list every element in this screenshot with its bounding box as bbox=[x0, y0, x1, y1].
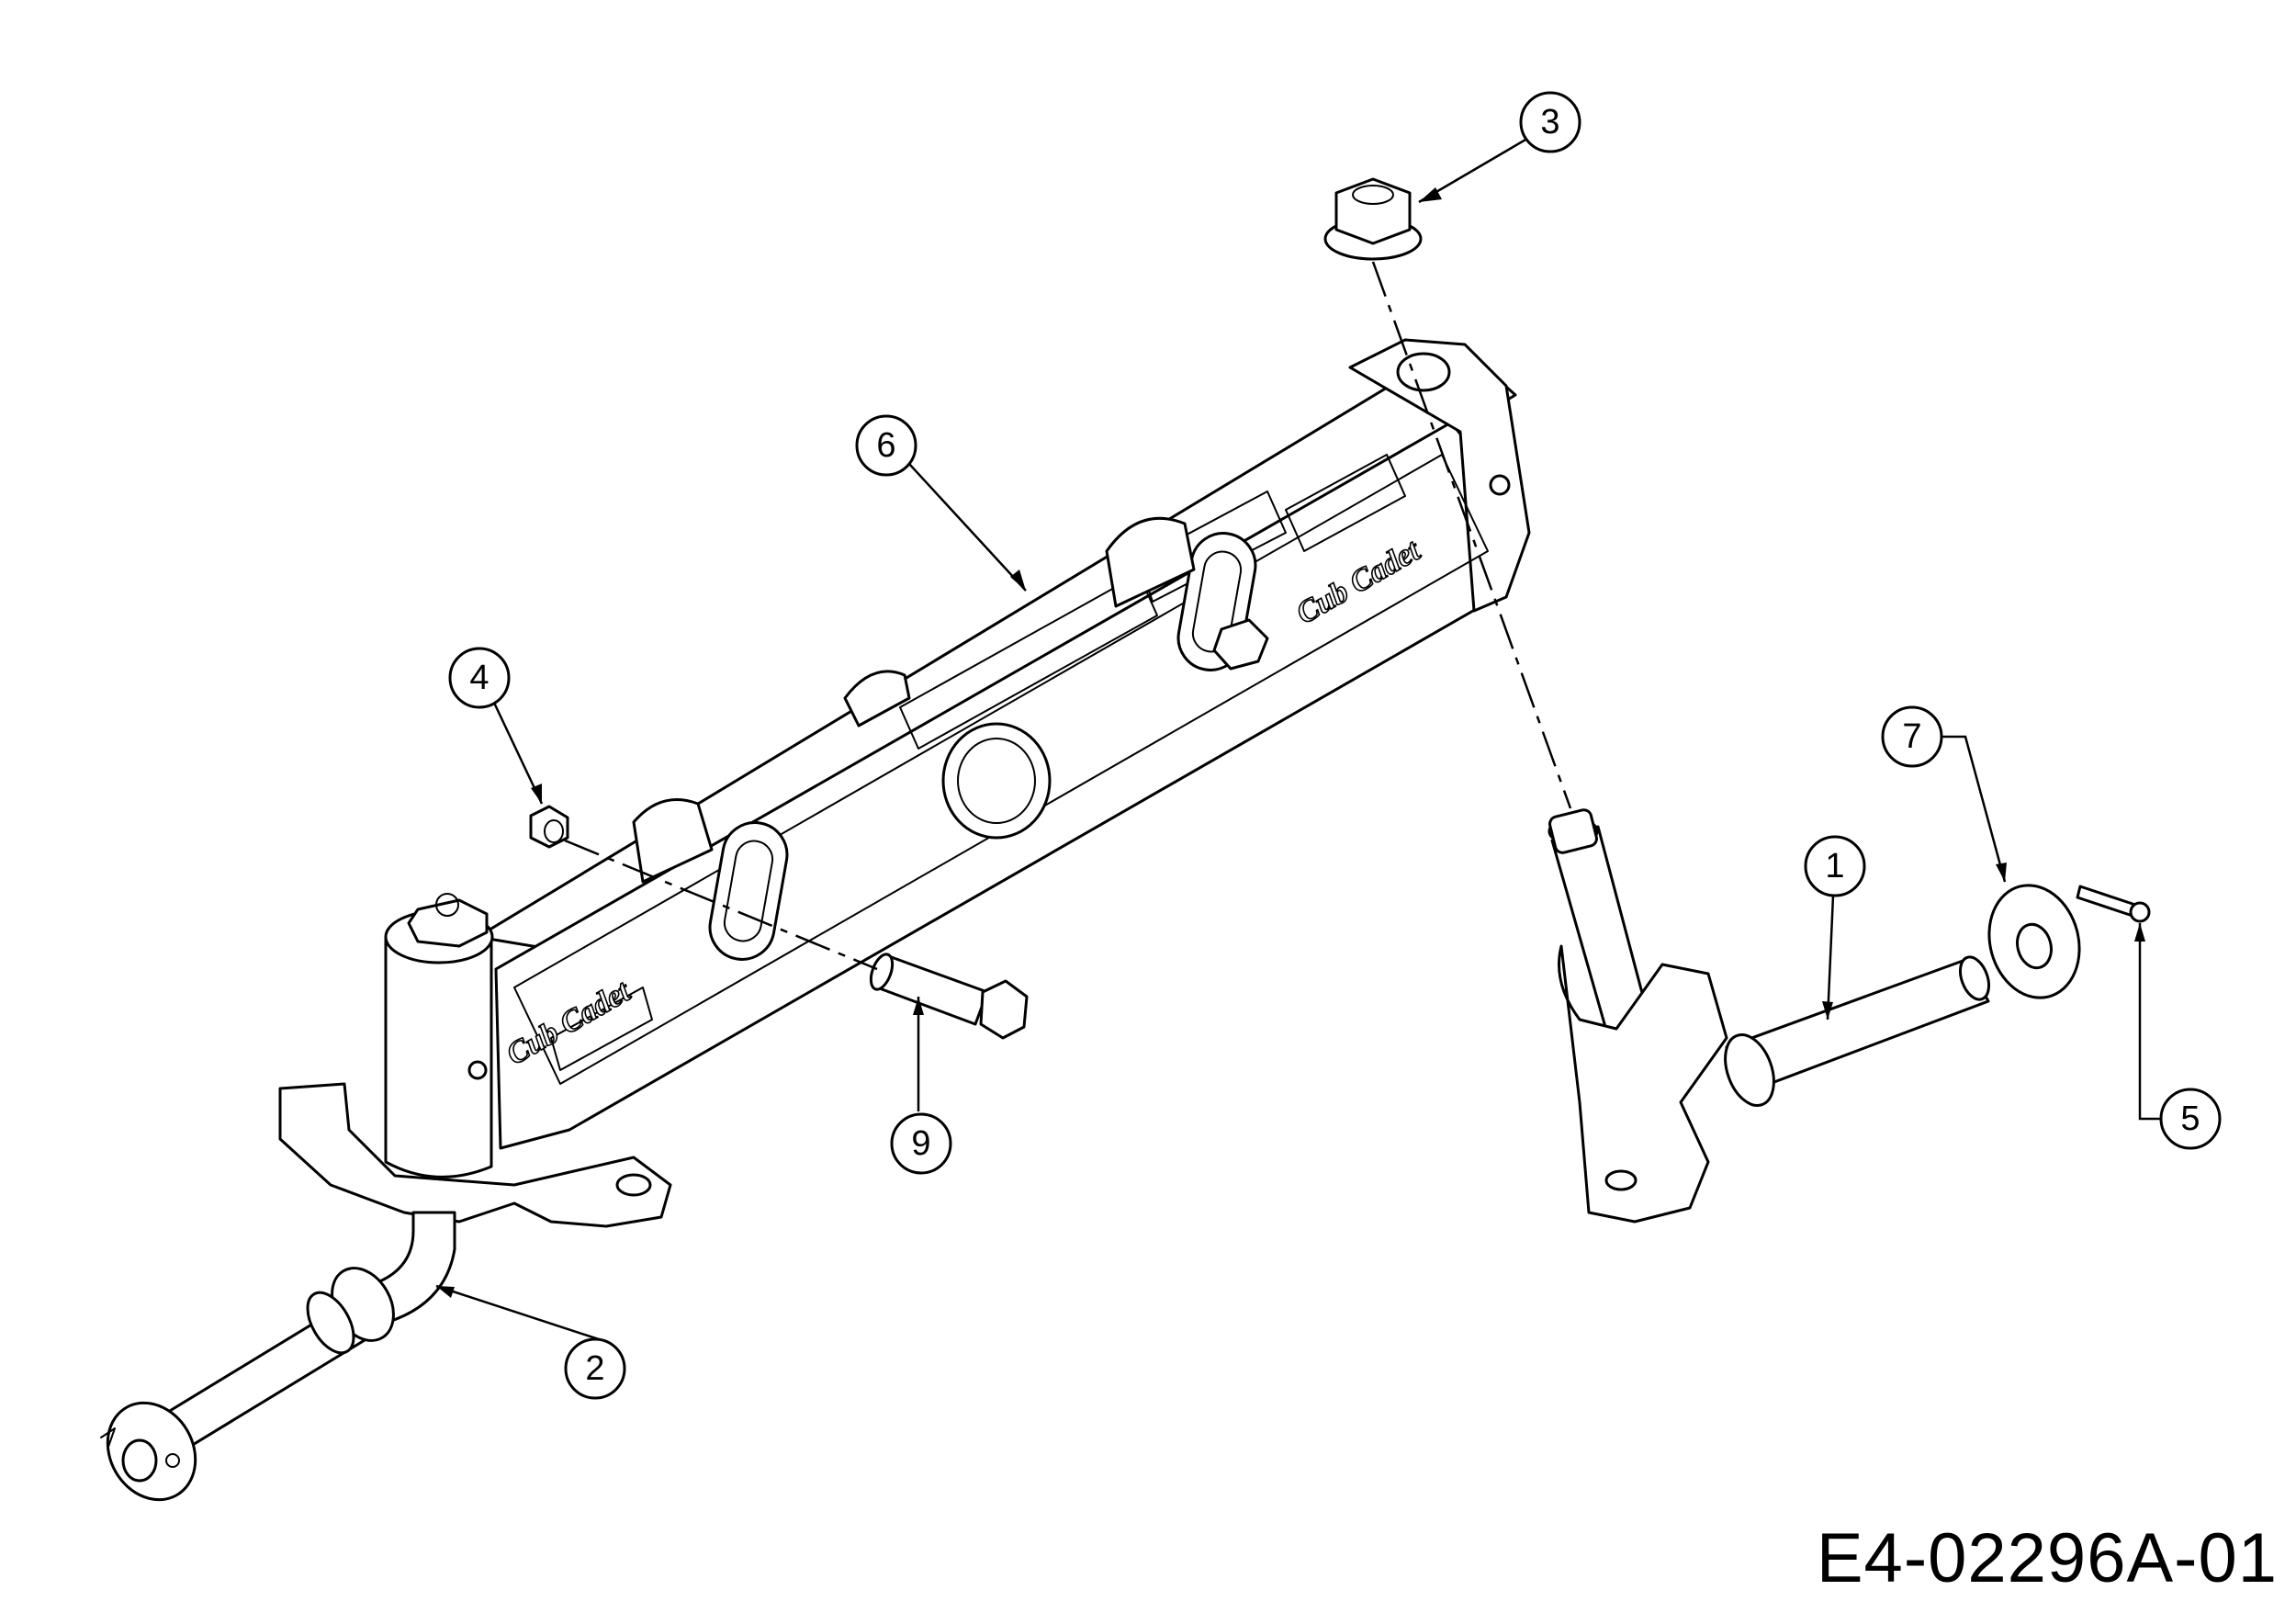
callout-9-label: 9 bbox=[911, 1124, 930, 1163]
drawing-number: E4-02296A-01 bbox=[1816, 1519, 2278, 1597]
callout-1-label: 1 bbox=[1825, 847, 1844, 885]
cotter-pin bbox=[2076, 885, 2151, 923]
flange-lock-nut bbox=[1323, 177, 1423, 261]
front-axle-beam: Cub Cadet Cub Cadet bbox=[471, 338, 1531, 1150]
callout-3: 3 bbox=[1519, 91, 1581, 153]
assembly-centerline-nut-to-spindle bbox=[1371, 261, 1572, 809]
right-spindle-knuckle bbox=[1548, 808, 1991, 1224]
callout-5-label: 5 bbox=[2180, 1100, 2200, 1138]
callout-4: 4 bbox=[448, 647, 511, 709]
hex-bolt bbox=[869, 953, 1029, 1040]
callout-6-label: 6 bbox=[876, 426, 895, 465]
leader-lines bbox=[435, 134, 2166, 1342]
callout-7-label: 7 bbox=[1902, 717, 1921, 756]
hex-nut bbox=[529, 805, 569, 849]
flat-washer bbox=[1987, 884, 2081, 999]
callout-5: 5 bbox=[2159, 1088, 2222, 1150]
assembly-centerline-bolt bbox=[564, 839, 878, 971]
callout-7: 7 bbox=[1881, 705, 1943, 768]
callout-6: 6 bbox=[855, 414, 917, 477]
left-spindle-axle bbox=[100, 1211, 456, 1502]
left-kingpin-housing bbox=[278, 893, 672, 1228]
callout-4-label: 4 bbox=[469, 659, 489, 697]
callout-3-label: 3 bbox=[1540, 103, 1559, 141]
callout-1: 1 bbox=[1804, 835, 1866, 897]
callout-2-label: 2 bbox=[585, 1349, 604, 1388]
callout-2: 2 bbox=[564, 1337, 626, 1400]
callout-9: 9 bbox=[890, 1112, 952, 1175]
